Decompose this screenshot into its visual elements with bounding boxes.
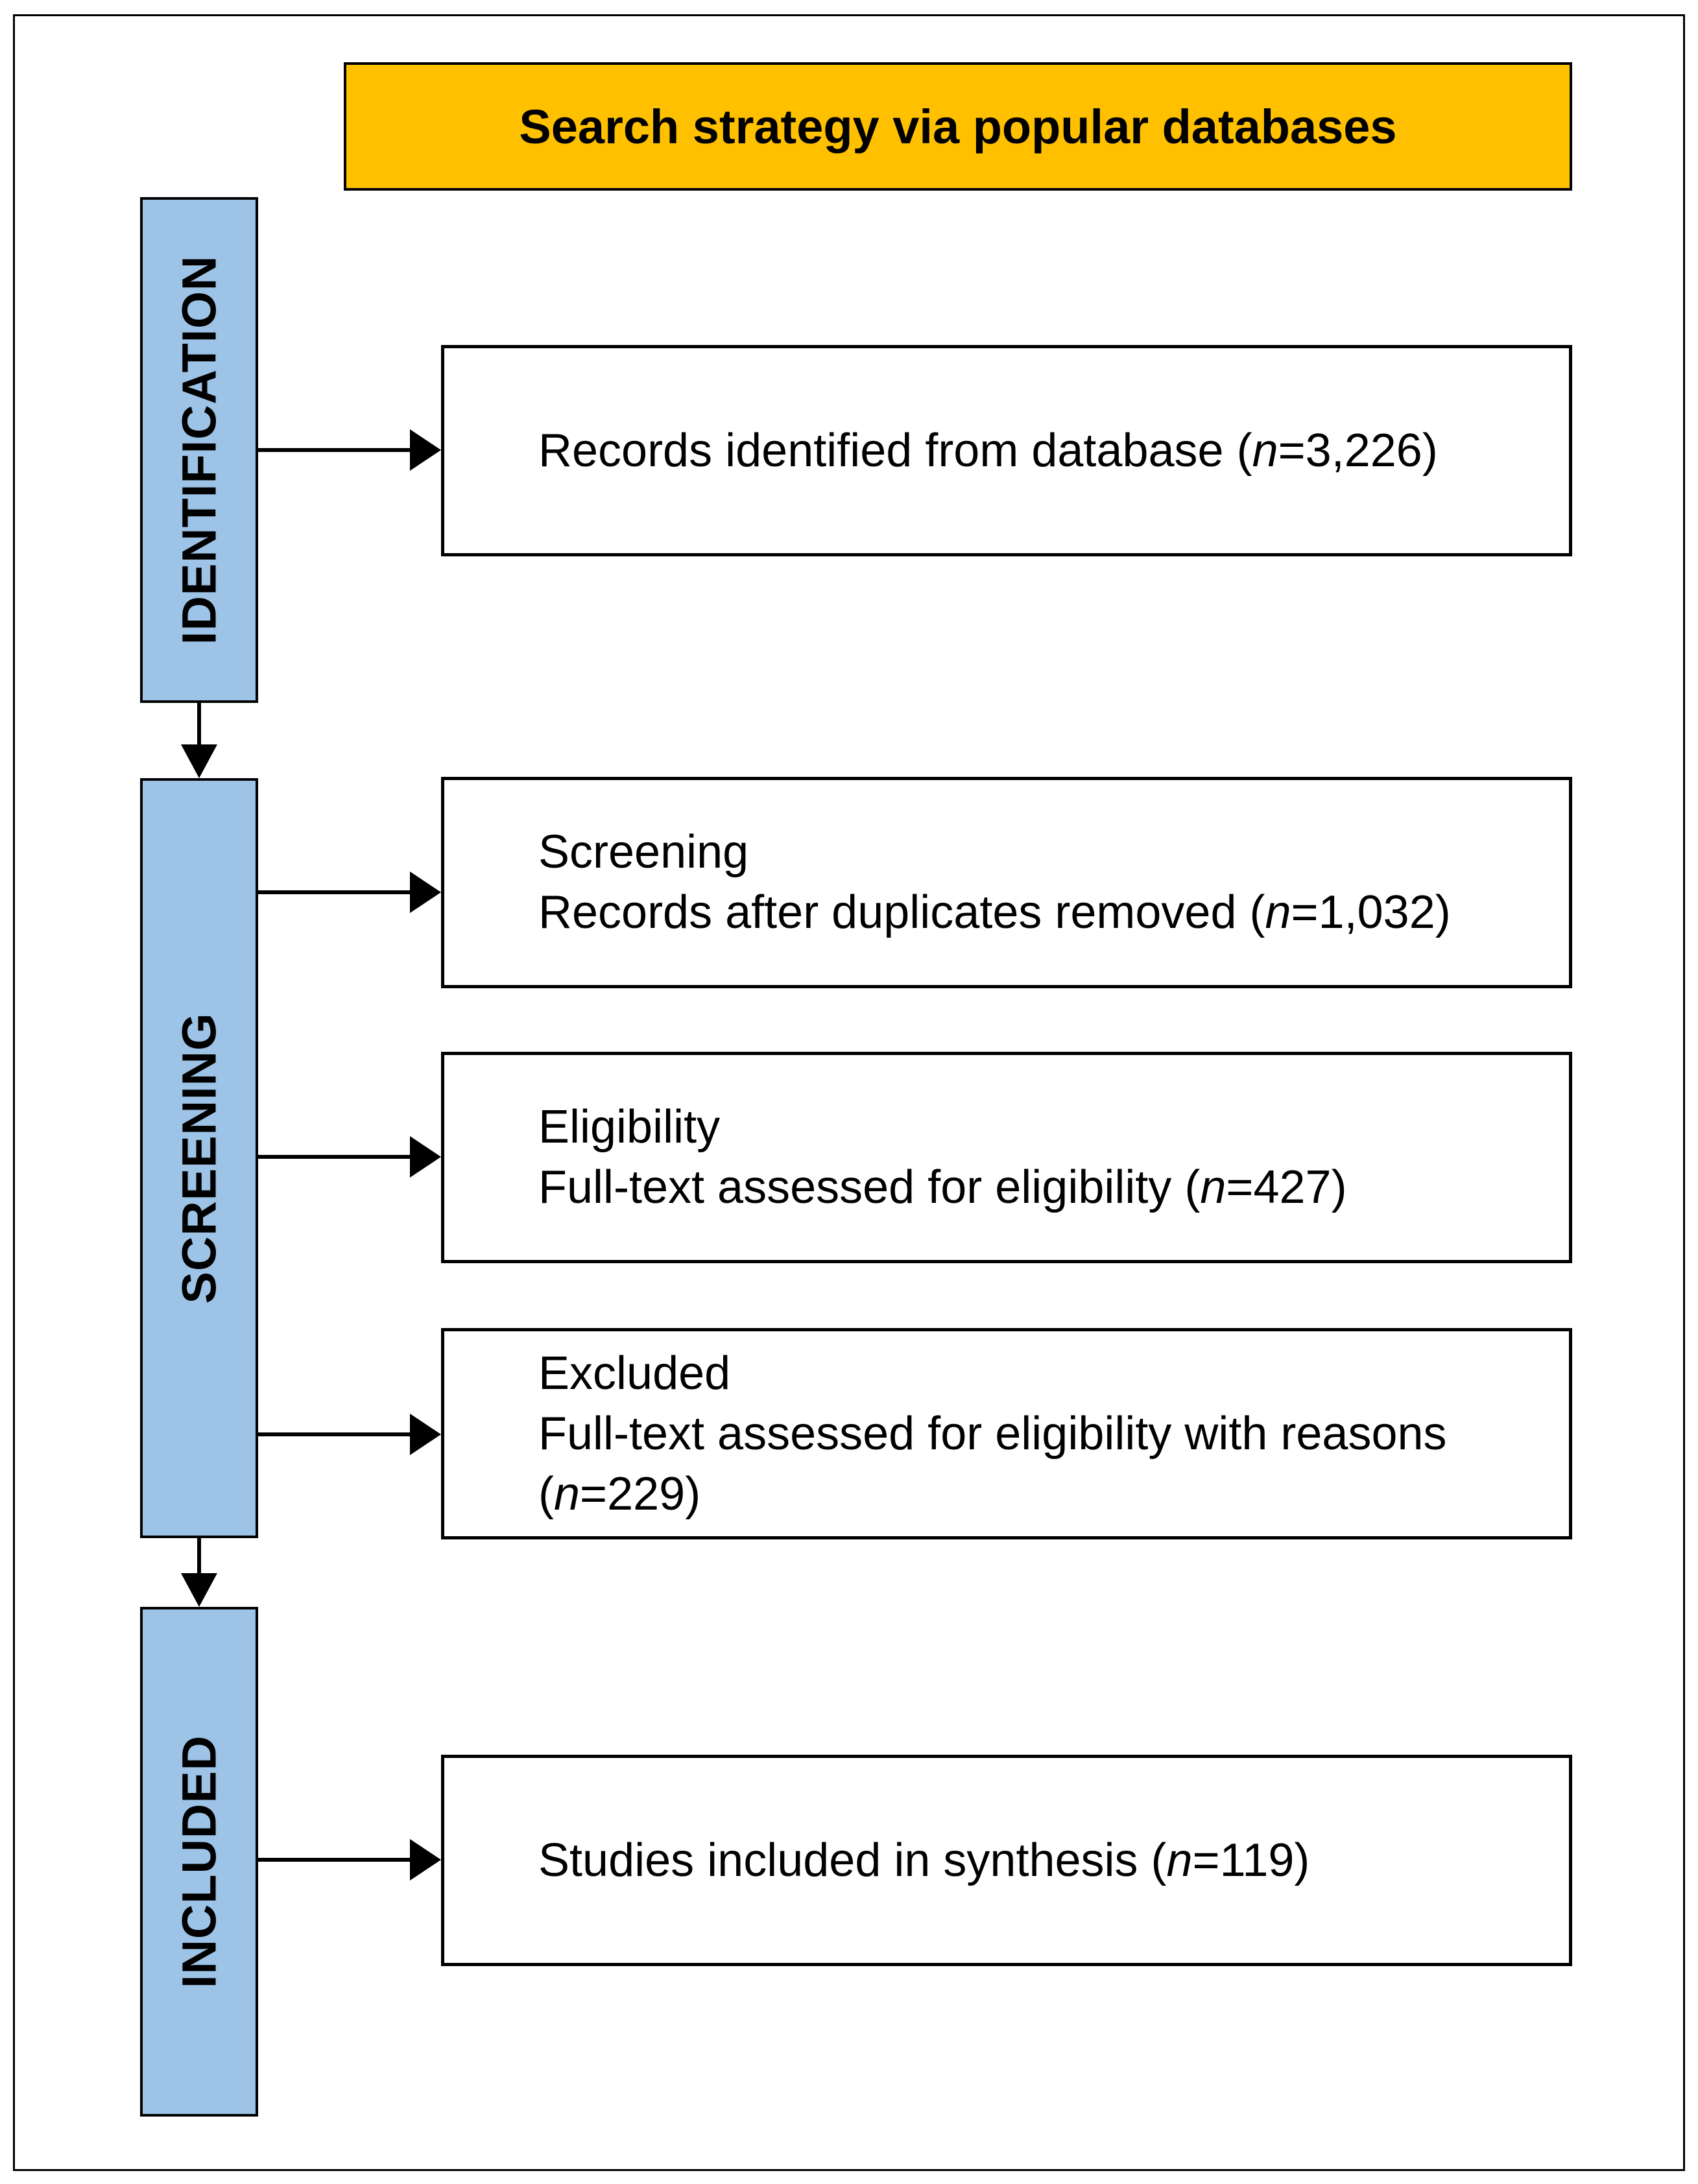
- search-strategy-header: Search strategy via popular databases: [344, 62, 1572, 191]
- arrowhead: [410, 1414, 441, 1455]
- arrowhead: [410, 1136, 441, 1178]
- box-text-continued: (n=229): [538, 1467, 701, 1520]
- box-text: Full-text assessed for eligibility with …: [538, 1407, 1447, 1460]
- arrowhead: [410, 872, 441, 913]
- header-title: Search strategy via popular databases: [519, 99, 1397, 154]
- arrowhead: [410, 1839, 441, 1881]
- arrowhead: [181, 1573, 217, 1607]
- records-identified-box: Records identified from database (n=3,22…: [441, 345, 1572, 556]
- box-heading: Eligibility: [538, 1101, 721, 1153]
- figure-frame: [13, 14, 1685, 2171]
- stage-identification: IDENTIFICATION: [140, 197, 258, 703]
- box-text: Studies included in synthesis (n=119): [538, 1834, 1310, 1886]
- box-text: Records identified from database (n=3,22…: [538, 424, 1438, 477]
- box-text: Full-text assessed for eligibility (n=42…: [538, 1161, 1347, 1213]
- studies-included-box: Studies included in synthesis (n=119): [441, 1755, 1572, 1966]
- excluded-box: Excluded Full-text assessed for eligibil…: [441, 1328, 1572, 1539]
- stage-included: INCLUDED: [140, 1607, 258, 2117]
- arrowhead: [181, 744, 217, 778]
- box-heading: Excluded: [538, 1347, 731, 1399]
- screening-box: Screening Records after duplicates remov…: [441, 777, 1572, 988]
- arrowhead: [410, 429, 441, 471]
- box-text: Records after duplicates removed (n=1,03…: [538, 886, 1451, 938]
- eligibility-box: Eligibility Full-text assessed for eligi…: [441, 1052, 1572, 1263]
- stage-screening: SCREENING: [140, 778, 258, 1538]
- box-heading: Screening: [538, 826, 749, 878]
